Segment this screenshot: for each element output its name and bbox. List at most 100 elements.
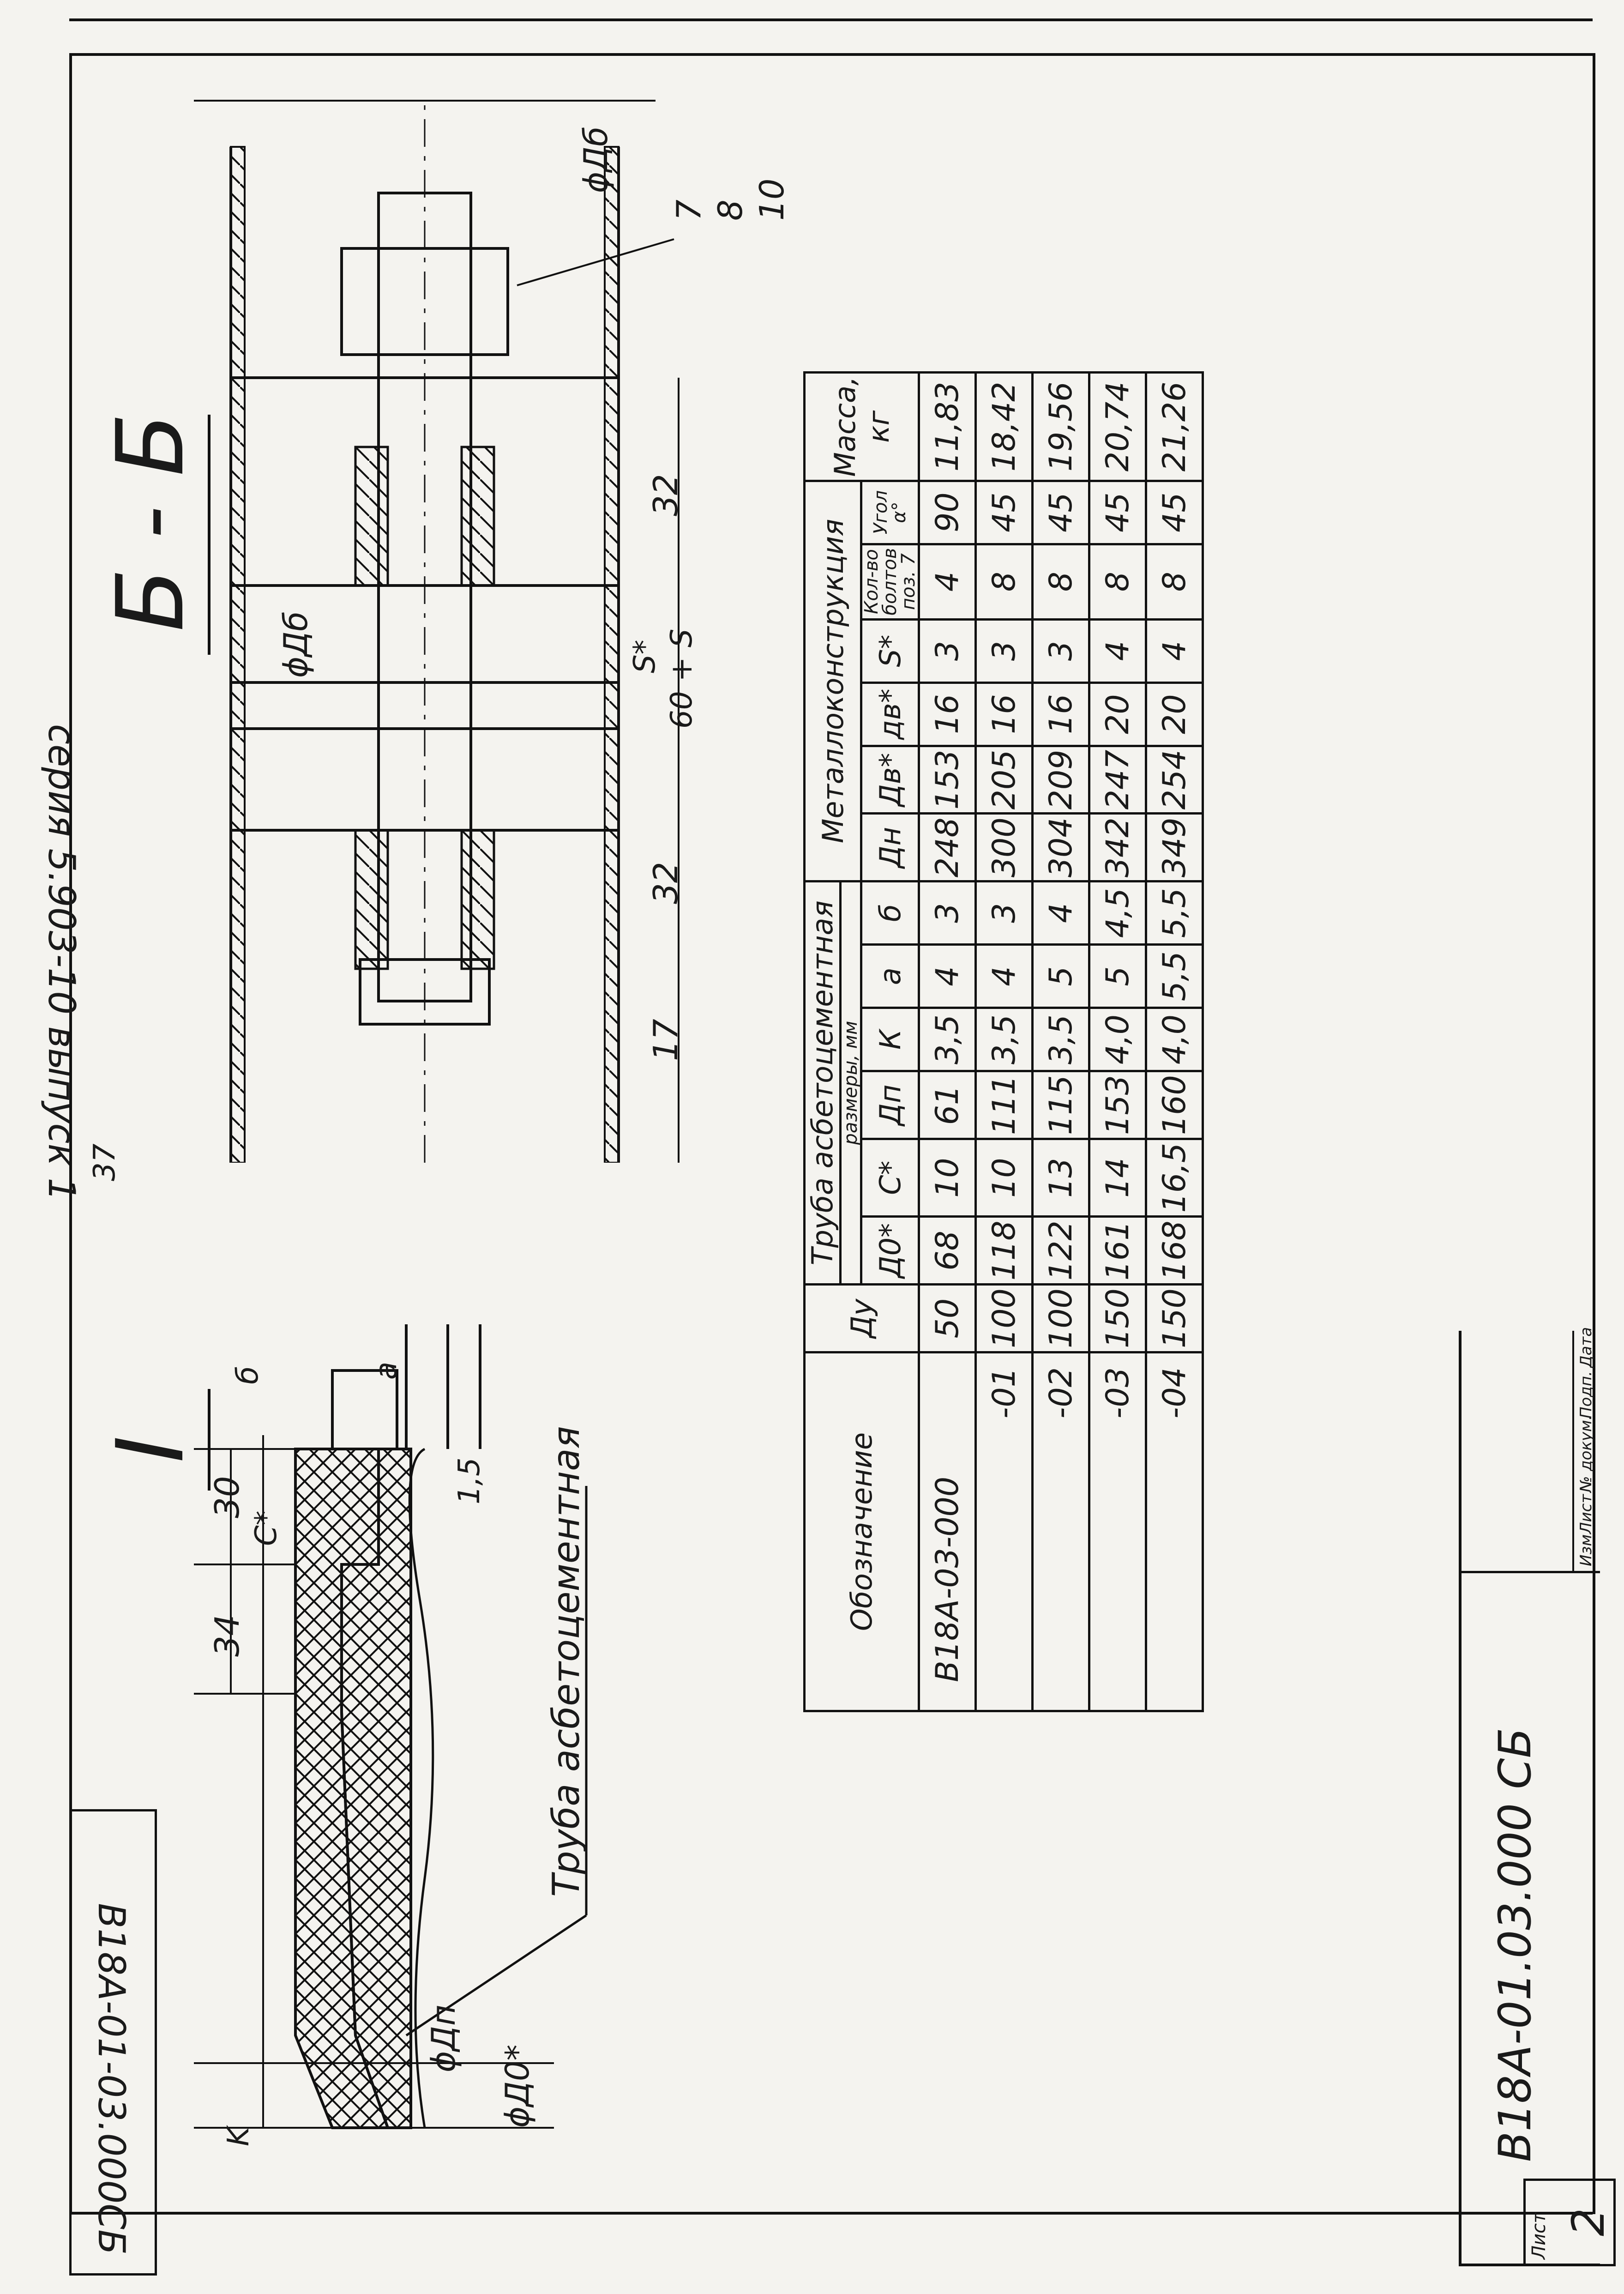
cell-value: 8 <box>975 544 1033 620</box>
sheet-label: Лист <box>1528 2212 1550 2259</box>
dim-b: б <box>231 1366 265 1384</box>
cell-value: 68 <box>919 1216 976 1285</box>
col-k: К <box>861 1008 919 1071</box>
cell-value: 61 <box>919 1071 976 1139</box>
dim-db-top: ϕДб <box>577 126 615 193</box>
dim-a: a <box>369 1361 403 1380</box>
col-c: С* <box>861 1139 919 1217</box>
col-dn: Дн <box>861 813 919 881</box>
detail-i-caption: Труба асбетоцементная <box>545 1426 588 1897</box>
cell-value: 3 <box>975 881 1033 945</box>
cell-value: 3 <box>919 619 976 683</box>
cell-oboznachenie: -04 <box>1146 1352 1203 1711</box>
cell-value: 5 <box>1032 944 1089 1008</box>
cell-value: 300 <box>975 813 1033 881</box>
cell-value: 4,5 <box>1089 881 1146 945</box>
group-razmery: размеры, мм <box>840 881 861 1285</box>
cell-value: 122 <box>1032 1216 1089 1285</box>
cap-izm: Изм <box>1577 1534 1595 1566</box>
cell-value: 153 <box>1089 1071 1146 1139</box>
cap-data: Дата <box>1577 1327 1595 1368</box>
detail-i: I <box>55 1324 702 2155</box>
cell-value: 16 <box>919 682 976 746</box>
cell-value: 3 <box>975 619 1033 683</box>
revision-cells: Изм Лист № докум. Подп. Дата <box>1462 1327 1600 1573</box>
series-note: серия 5.903-10 выпуск 1 <box>40 724 83 1201</box>
cell-value: 8 <box>1089 544 1146 620</box>
pipe-wall-hatched-2 <box>340 1448 412 2129</box>
frame-top-inner <box>69 53 1593 56</box>
cell-value: 10 <box>975 1139 1033 1217</box>
col-b: б <box>861 881 919 945</box>
cell-value: 14 <box>1089 1139 1146 1217</box>
cell-value: 45 <box>1089 481 1146 544</box>
dim-1-5: 1,5 <box>452 1457 487 1504</box>
dim-60-s: 60 + S <box>665 628 699 729</box>
cell-value: 209 <box>1032 746 1089 814</box>
col-massa: Масса, кг <box>804 372 919 481</box>
col-bolt-count: Кол-во болтов поз. 7 <box>861 544 919 620</box>
sheet-number: 2 <box>1563 2208 1614 2236</box>
dim-c-star: C* <box>249 1510 283 1546</box>
cell-value: 111 <box>975 1071 1033 1139</box>
cell-value: 248 <box>919 813 976 881</box>
cell-value: 5,5 <box>1146 944 1203 1008</box>
cell-du: 100 <box>975 1284 1033 1352</box>
position-8: 8 <box>711 199 750 221</box>
col-d0: Д0* <box>861 1216 919 1285</box>
position-10: 10 <box>752 178 791 221</box>
cell-value: 8 <box>1146 544 1203 620</box>
dim-s-star: S* <box>628 640 662 673</box>
dim-k: K <box>222 2127 256 2146</box>
cell-value: 4 <box>975 944 1033 1008</box>
cell-value: 3 <box>919 881 976 945</box>
side-stamp-code: В18А-01-03.000СБ <box>90 1903 133 2255</box>
rev-row-line <box>1572 1331 1574 1571</box>
cell-value: 20 <box>1146 682 1203 746</box>
cell-value: 90 <box>919 481 976 544</box>
cell-value: 20 <box>1089 682 1146 746</box>
col-angle: Угол α° <box>861 481 919 544</box>
dim-dp: ϕДп <box>425 2004 463 2072</box>
cell-du: 150 <box>1089 1284 1146 1352</box>
cell-value: 45 <box>1032 481 1089 544</box>
cell-value: 168 <box>1146 1216 1203 1285</box>
col-dv-star: Дв* <box>861 746 919 814</box>
cell-oboznachenie: -03 <box>1089 1352 1146 1711</box>
cell-mass: 20,74 <box>1089 372 1146 481</box>
spec-table: Обозначение Ду Труба асбетоцементная Мет… <box>803 371 1204 1712</box>
cell-mass: 19,56 <box>1032 372 1089 481</box>
cell-value: 160 <box>1146 1071 1203 1139</box>
cell-mass: 18,42 <box>975 372 1033 481</box>
side-stamp: В18А-01-03.000СБ <box>69 1809 157 2276</box>
group-metallo: Металлоконструкция <box>804 481 861 881</box>
cell-value: 8 <box>1032 544 1089 620</box>
cell-oboznachenie: В18А-03-000 <box>919 1352 976 1711</box>
cell-value: 115 <box>1032 1071 1089 1139</box>
col-dv-small-star: дв* <box>861 682 919 746</box>
cell-value: 3,5 <box>919 1008 976 1071</box>
cell-value: 153 <box>919 746 976 814</box>
cell-value: 4 <box>1146 619 1203 683</box>
cell-value: 247 <box>1089 746 1146 814</box>
col-a: а <box>861 944 919 1008</box>
cell-value: 4,0 <box>1146 1008 1203 1071</box>
cell-value: 342 <box>1089 813 1146 881</box>
frame-left <box>69 53 72 2214</box>
sheet-number-box: Лист 2 <box>1523 2179 1616 2266</box>
cell-value: 45 <box>1146 481 1203 544</box>
cell-value: 304 <box>1032 813 1089 881</box>
cap-podp: Подп. <box>1577 1371 1595 1419</box>
cell-value: 45 <box>975 481 1033 544</box>
cell-value: 4 <box>919 944 976 1008</box>
cell-value: 13 <box>1032 1139 1089 1217</box>
cell-value: 161 <box>1089 1216 1146 1285</box>
dim-32-bottom: 32 <box>646 862 685 904</box>
cap-list: Лист <box>1577 1494 1595 1534</box>
